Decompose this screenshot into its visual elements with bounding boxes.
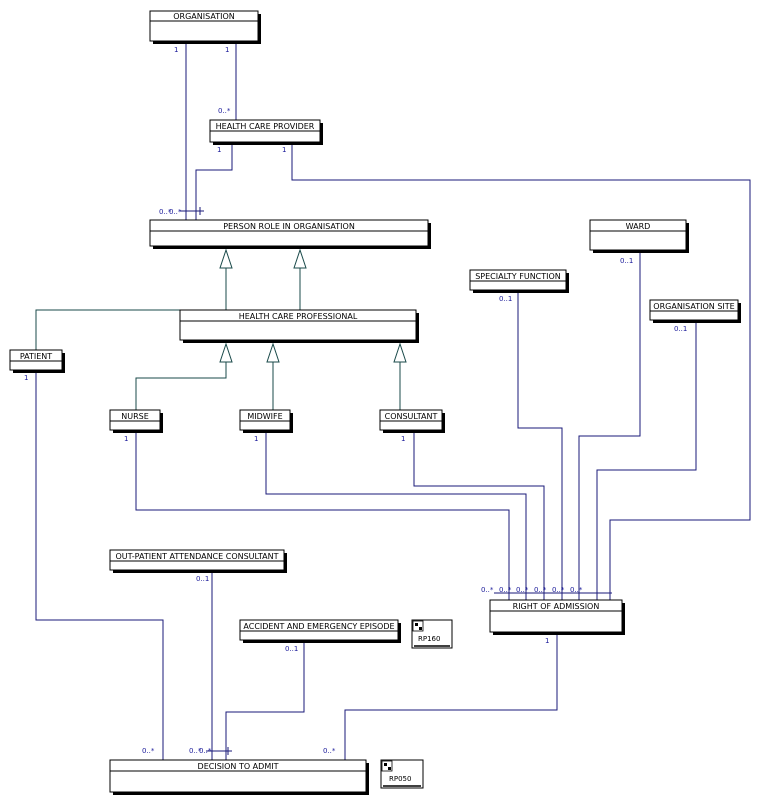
multiplicity-labels: 1 1 0..* 1 1 0..* 0..* 0..1 0..1 0..1 1 … bbox=[24, 46, 687, 755]
class-title: ACCIDENT AND EMERGENCY EPISODE bbox=[243, 622, 394, 631]
generalisation-lines bbox=[35, 248, 407, 410]
gen-arrow-4 bbox=[266, 342, 280, 363]
class-organisation-site[interactable]: ORGANISATION SITE bbox=[649, 299, 741, 323]
gen-arrow-3 bbox=[219, 342, 233, 363]
multiplicity: 0..* bbox=[169, 208, 182, 216]
note-rp160[interactable]: RP160 bbox=[411, 619, 453, 649]
multiplicity: 0..1 bbox=[499, 295, 512, 303]
multiplicity: 0..* bbox=[159, 208, 172, 216]
multiplicity: 0..* bbox=[481, 586, 494, 594]
class-out-patient-attendance-consultant[interactable]: OUT-PATIENT ATTENDANCE CONSULTANT bbox=[109, 549, 287, 573]
class-title: RIGHT OF ADMISSION bbox=[513, 602, 600, 611]
multiplicity: 0..1 bbox=[674, 325, 687, 333]
class-title: CONSULTANT bbox=[385, 412, 438, 421]
multiplicity: 0..* bbox=[499, 586, 512, 594]
class-specialty-function[interactable]: SPECIALTY FUNCTION bbox=[469, 269, 569, 293]
multiplicity: 0..* bbox=[570, 586, 583, 594]
class-decision-to-admit[interactable]: DECISION TO ADMIT bbox=[109, 759, 369, 795]
class-title: DECISION TO ADMIT bbox=[198, 762, 279, 771]
multiplicity: 1 bbox=[254, 435, 258, 443]
multiplicity: 1 bbox=[24, 374, 28, 382]
multiplicity: 1 bbox=[401, 435, 405, 443]
class-title: OUT-PATIENT ATTENDANCE CONSULTANT bbox=[115, 552, 278, 561]
multiplicity: 1 bbox=[217, 146, 221, 154]
multiplicity: 1 bbox=[282, 146, 286, 154]
multiplicity: 0..* bbox=[534, 586, 547, 594]
multiplicity: 0..* bbox=[516, 586, 529, 594]
class-accident-and-emergency-episode[interactable]: ACCIDENT AND EMERGENCY EPISODE bbox=[239, 619, 401, 643]
class-title: HEALTH CARE PROFESSIONAL bbox=[239, 312, 358, 321]
multiplicity: 0..1 bbox=[285, 645, 298, 653]
class-patient[interactable]: PATIENT bbox=[9, 349, 65, 373]
class-title: WARD bbox=[626, 222, 651, 231]
multiplicity: 0..1 bbox=[196, 575, 209, 583]
multiplicity: 0..* bbox=[552, 586, 565, 594]
multiplicity: 0..* bbox=[323, 747, 336, 755]
class-title: MIDWIFE bbox=[247, 412, 282, 421]
multiplicity: 0..1 bbox=[620, 257, 633, 265]
class-health-care-professional[interactable]: HEALTH CARE PROFESSIONAL bbox=[179, 309, 419, 343]
multiplicity: 1 bbox=[545, 637, 549, 645]
multiplicity: 0..* bbox=[218, 107, 231, 115]
class-midwife[interactable]: MIDWIFE bbox=[239, 409, 293, 433]
class-title: NURSE bbox=[121, 412, 149, 421]
class-title: ORGANISATION SITE bbox=[653, 302, 734, 311]
class-title: PATIENT bbox=[20, 352, 52, 361]
note-rp050[interactable]: RP050 bbox=[380, 759, 424, 789]
class-right-of-admission[interactable]: RIGHT OF ADMISSION bbox=[489, 599, 625, 635]
multiplicity: 0..* bbox=[199, 747, 212, 755]
class-title: SPECIALTY FUNCTION bbox=[475, 272, 561, 281]
association-lines bbox=[35, 42, 751, 760]
class-title: PERSON ROLE IN ORGANISATION bbox=[223, 222, 355, 231]
class-nurse[interactable]: NURSE bbox=[109, 409, 163, 433]
class-title: ORGANISATION bbox=[173, 12, 234, 21]
class-consultant[interactable]: CONSULTANT bbox=[379, 409, 445, 433]
class-ward[interactable]: WARD bbox=[589, 219, 689, 253]
multiplicity: 1 bbox=[225, 46, 229, 54]
note-label: RP160 bbox=[418, 635, 440, 643]
class-title: HEALTH CARE PROVIDER bbox=[216, 122, 315, 131]
note-label: RP050 bbox=[389, 775, 411, 783]
multiplicity: 1 bbox=[124, 435, 128, 443]
class-organisation[interactable]: ORGANISATION bbox=[149, 10, 261, 44]
multiplicity: 0..* bbox=[189, 747, 202, 755]
multiplicity: 1 bbox=[174, 46, 178, 54]
gen-arrow-1 bbox=[219, 248, 233, 269]
multiplicity: 0..* bbox=[142, 747, 155, 755]
gen-arrow-5 bbox=[393, 342, 407, 363]
gen-arrow-2 bbox=[293, 248, 307, 269]
class-person-role-in-organisation[interactable]: PERSON ROLE IN ORGANISATION bbox=[149, 219, 431, 249]
class-health-care-provider[interactable]: HEALTH CARE PROVIDER bbox=[209, 119, 323, 145]
